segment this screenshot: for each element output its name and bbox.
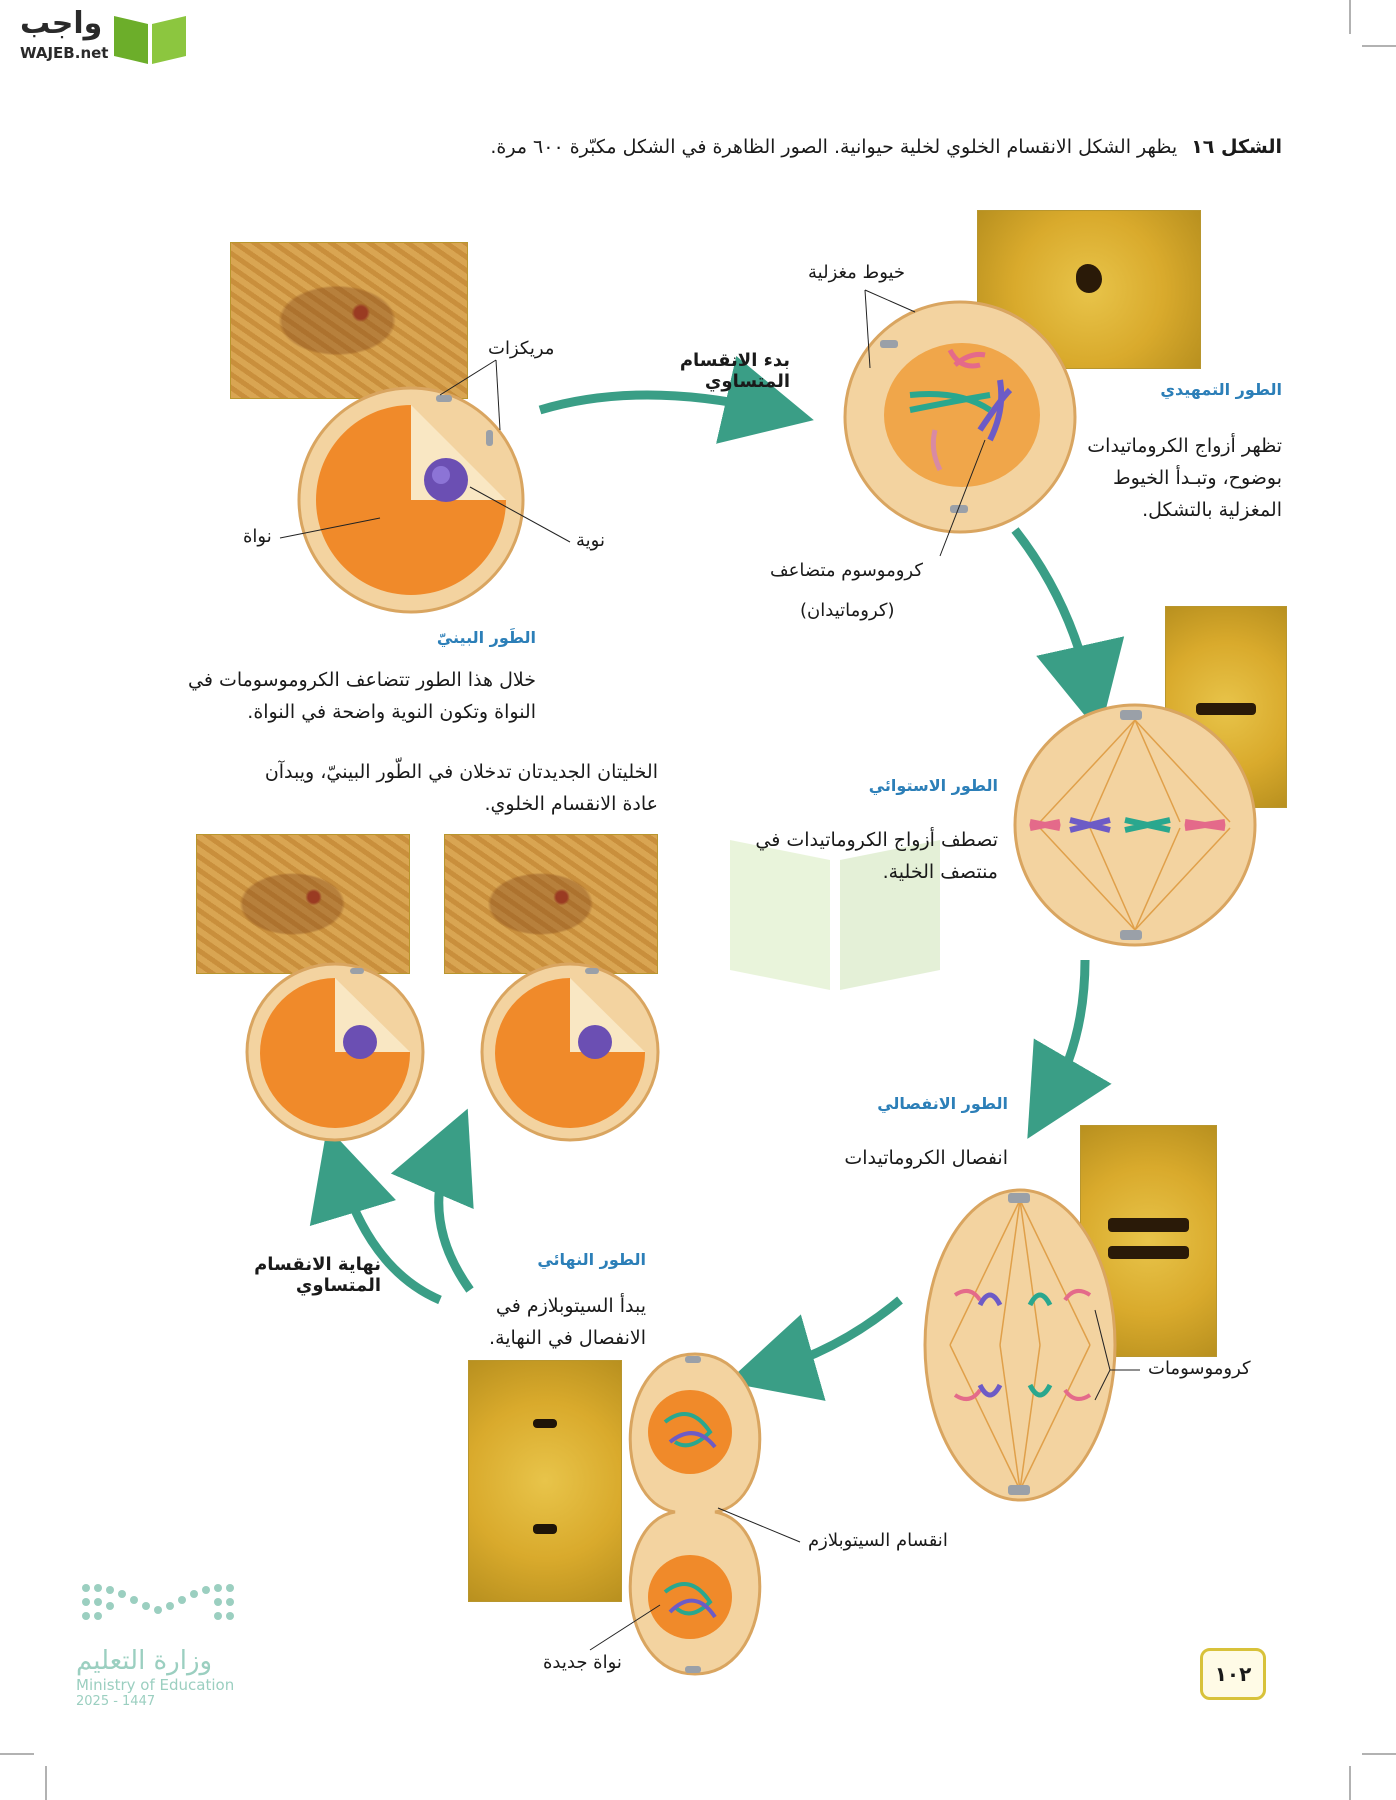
- ministry-year: 2025 - 1447: [76, 1694, 156, 1709]
- metaphase-title: الطور الاستوائي: [868, 776, 998, 795]
- logo-arabic: واجب: [20, 6, 103, 41]
- arrow-start-label: بدء الانقسام المتساوي: [679, 350, 790, 392]
- telophase-text: يبدأ السيتوبلازم في الانفصال في النهاية.: [489, 1295, 646, 1349]
- arrow-anaphase-telophase: [726, 1296, 903, 1401]
- arrow-to-cell-right: [390, 1108, 474, 1293]
- arrow-end-label: نهاية الانقسام المتساوي: [254, 1254, 381, 1296]
- figure-caption-text: يظهر الشكل الانقسام الخلوي لخلية حيوانية…: [490, 136, 1178, 158]
- prophase-text: تظهر أزواج الكروماتيدات بوضوح، وتبـدأ ال…: [1087, 435, 1282, 521]
- interphase-cell: [297, 386, 525, 614]
- ministry-logo: وزارة التعليم Ministry of Education 2025…: [76, 1578, 256, 1728]
- label-dup-chromosome: كروموسوم متضاعف: [770, 560, 923, 581]
- logo-latin: WAJEB.net: [20, 44, 109, 62]
- ministry-arabic: وزارة التعليم: [76, 1646, 213, 1676]
- telophase-title: الطور النهائي: [537, 1250, 646, 1269]
- watermark-book-icon: [730, 840, 940, 990]
- label-nucleolus: نوية: [576, 530, 605, 551]
- figure-number: الشكل ١٦: [1191, 136, 1282, 158]
- page-number-box: ١٠٢: [1200, 1648, 1266, 1700]
- telophase-cell: [628, 1352, 762, 1676]
- arrow-start-mitosis: [538, 356, 814, 444]
- new-cell-left: [245, 962, 425, 1142]
- new-cell-right: [480, 962, 660, 1142]
- new-cell-right-micrograph: [444, 834, 658, 974]
- label-chromatids: (كروماتيدان): [800, 600, 895, 621]
- ministry-dots-icon: [82, 1584, 234, 1620]
- interphase-title: الطَور البينيّ: [436, 628, 536, 647]
- metaphase-cell: [1013, 703, 1257, 947]
- prophase-cell: [843, 300, 1077, 534]
- ministry-english: Ministry of Education: [76, 1676, 235, 1694]
- label-centrioles: مريكزات: [488, 338, 555, 359]
- anaphase-cell: [923, 1188, 1117, 1502]
- label-chromosomes: كروموسومات: [1148, 1358, 1251, 1379]
- prophase-title: الطور التمهيدي: [1160, 380, 1282, 399]
- new-cell-left-micrograph: [196, 834, 410, 974]
- telophase-micrograph: [468, 1360, 622, 1602]
- wajeb-logo[interactable]: واجب WAJEB.net: [10, 6, 190, 66]
- label-nucleus: نواة: [243, 526, 272, 547]
- anaphase-title: الطور الانفصالي: [877, 1094, 1008, 1113]
- arrow-prophase-metaphase: [1011, 527, 1125, 734]
- label-new-nucleus: نواة جديدة: [543, 1652, 622, 1673]
- arrow-metaphase-anaphase: [1027, 959, 1112, 1139]
- figure-caption: الشكل ١٦ يظهر الشكل الانقسام الخلوي لخلي…: [282, 136, 1282, 158]
- new-cells-text: الخليتان الجديدتان تدخلان في الطّور البي…: [264, 761, 658, 815]
- label-spindle: خيوط مغزلية: [808, 262, 906, 283]
- arrow-to-cell-left: [309, 1126, 442, 1305]
- label-cytoplasm-division: انقسام السيتوبلازم: [808, 1530, 948, 1551]
- book-logo-icon: [114, 16, 186, 64]
- metaphase-text: تصطف أزواج الكروماتيدات في منتصف الخلية.: [755, 829, 998, 883]
- interphase-micrograph: [230, 242, 468, 399]
- page-number: ١٠٢: [1214, 1662, 1252, 1686]
- anaphase-text: انفصال الكروماتيدات: [844, 1147, 1008, 1169]
- interphase-text: خلال هذا الطور تتضاعف الكروموسومات في ال…: [187, 669, 536, 723]
